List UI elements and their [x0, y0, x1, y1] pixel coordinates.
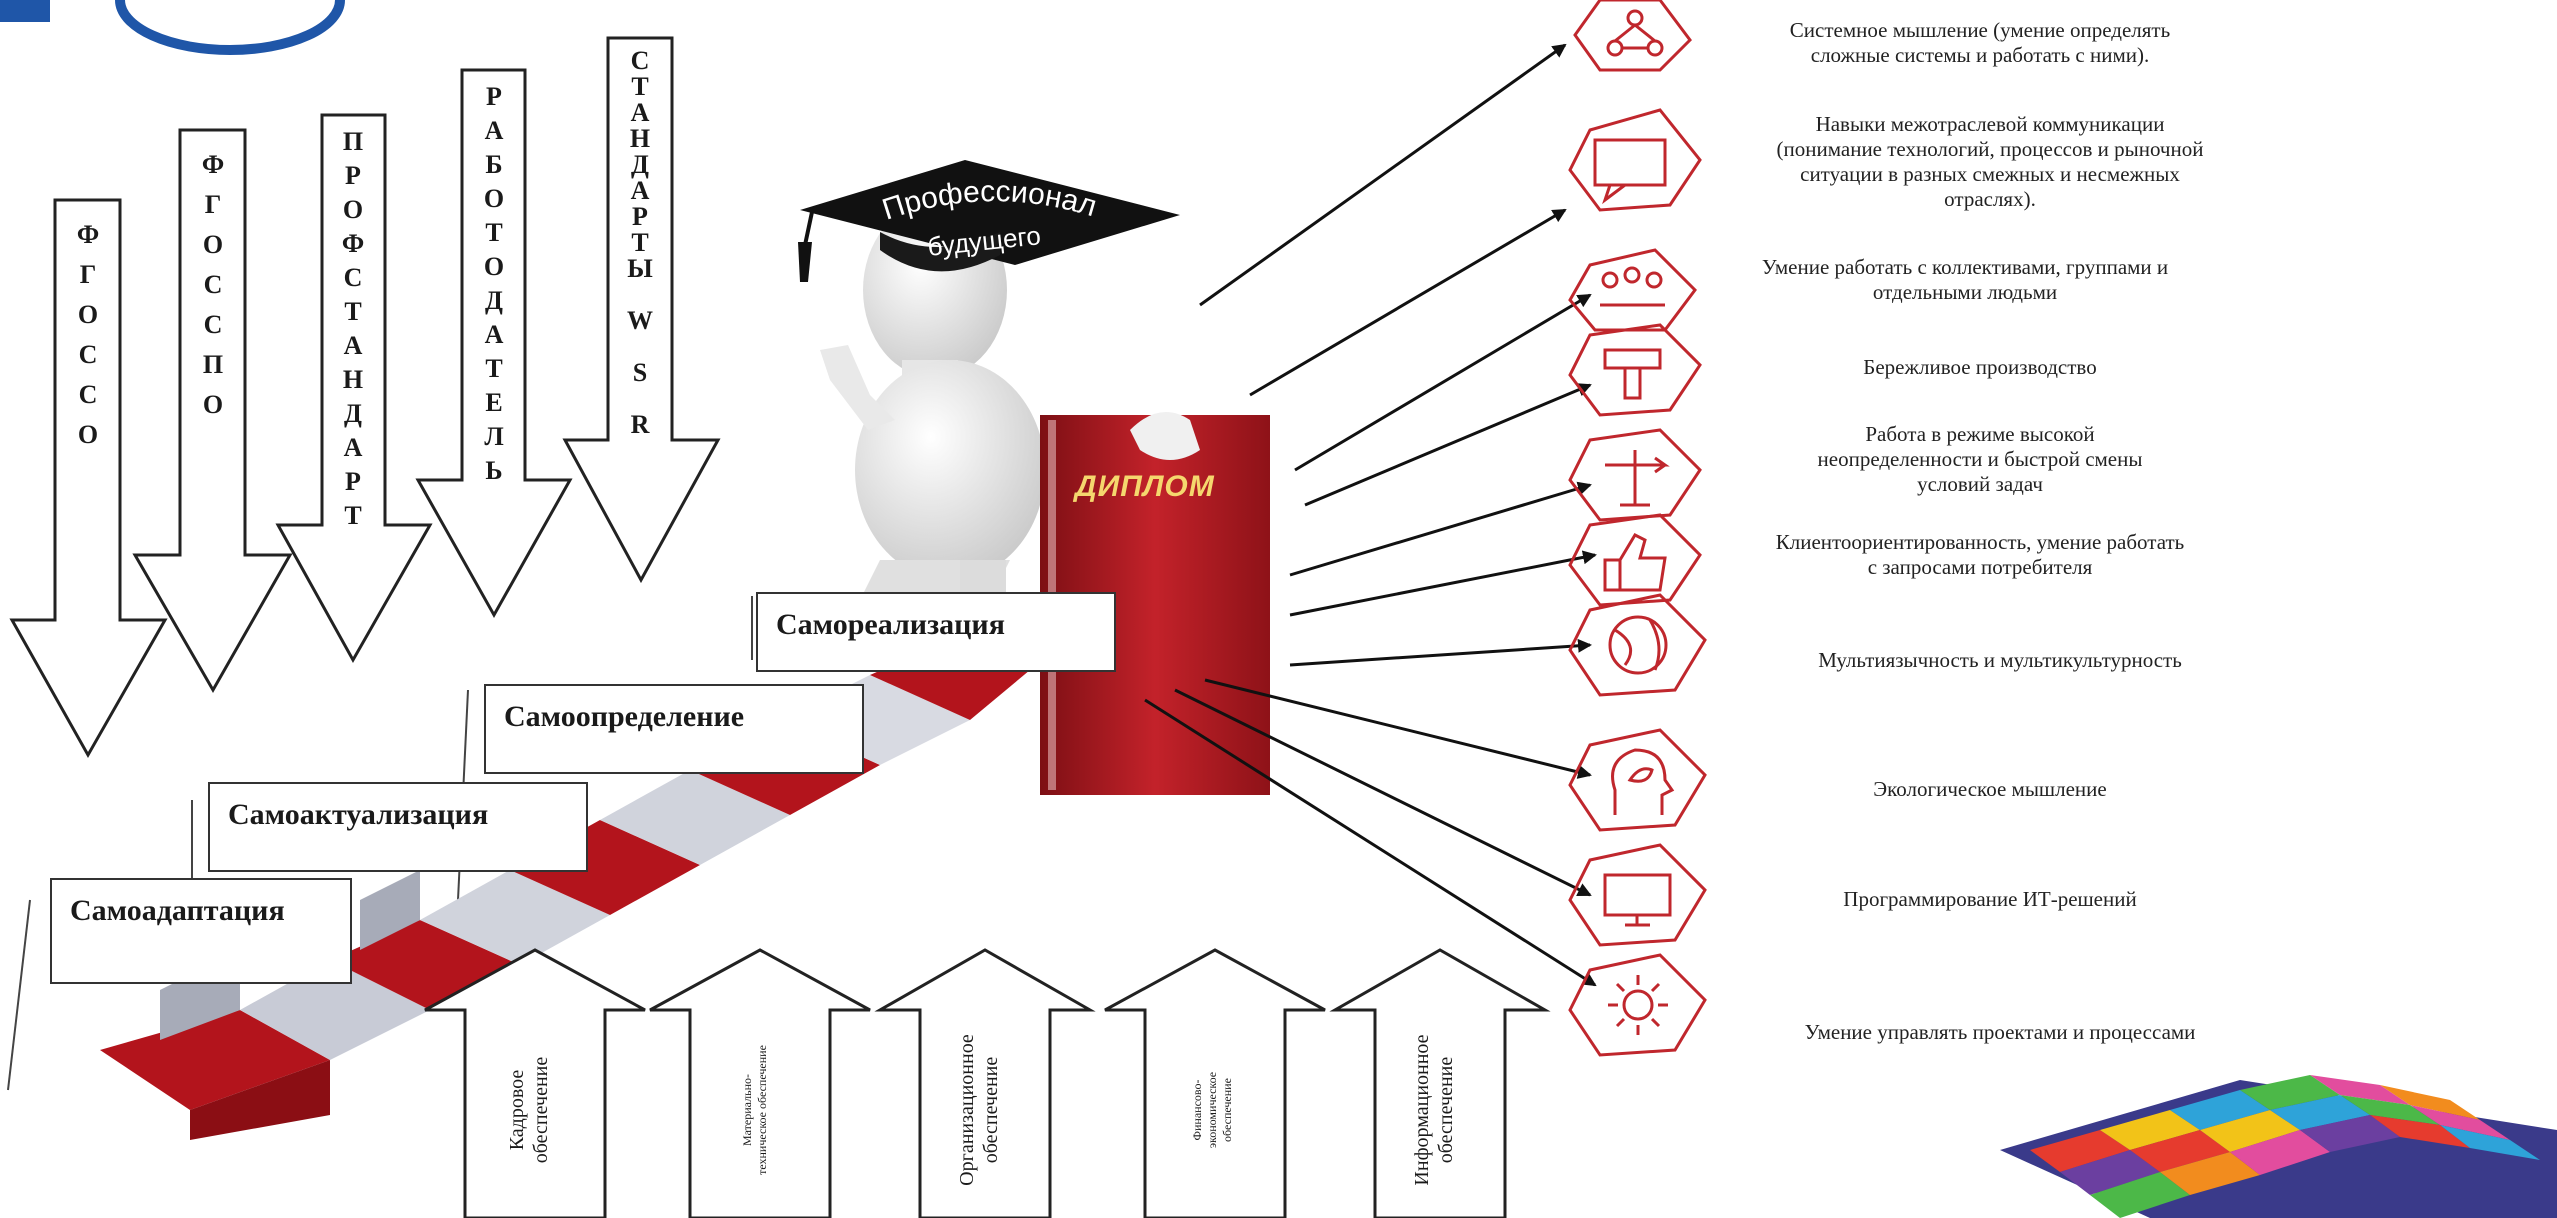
- lean-icon: [1568, 323, 1702, 417]
- skill-lean-production: Бережливое производство: [1863, 355, 2097, 379]
- label-materialno: Материально- техническое обеспечение: [740, 1045, 769, 1175]
- skill-systems-thinking: Системное мышление (умение определять сл…: [1789, 18, 2171, 67]
- skill-it-programming: Программирование ИТ-решений: [1843, 887, 2137, 911]
- cap-text-line2: будущего: [926, 220, 1042, 262]
- gear-icon: [1568, 953, 1707, 1057]
- label-standarty-wsr: С Т А Н Д А Р Т Ы W S R: [627, 46, 653, 439]
- skill-client-orientation: Клиентоориентированность, умение работат…: [1775, 530, 2185, 579]
- uparrow-informatsionnoe: [1329, 948, 1551, 1218]
- skill-ecological-thinking: Экологическое мышление: [1873, 777, 2107, 801]
- step-samoopredelenie: Самоопределение: [484, 684, 864, 774]
- label-fgos-spo: Ф Г О С С П О: [201, 150, 225, 419]
- step-samoadaptatsiya: Самоадаптация: [50, 878, 352, 984]
- label-fgos-so: Ф Г О С С О: [76, 220, 100, 449]
- globe-icon: [1568, 593, 1707, 697]
- support-arrows: [424, 948, 1551, 1218]
- standards-arrows: [9, 36, 721, 759]
- skill-teamwork: Умение работать с коллективами, группами…: [1761, 255, 2169, 304]
- figure-graduate: [798, 160, 1180, 670]
- puzzle-image: [2000, 1075, 2557, 1218]
- skill-project-management: Умение управлять проектами и процессами: [1804, 1020, 2196, 1044]
- label-profstandard: П Р О Ф С Т А Н Д А Р Т: [341, 127, 365, 530]
- eco-head-icon: [1568, 728, 1707, 832]
- label-organizatsionnoe: Организационное обеспечение: [956, 1034, 1002, 1186]
- thumbs-up-icon: [1568, 513, 1702, 607]
- label-informatsionnoe: Информационное обеспечение: [1411, 1034, 1457, 1186]
- arrow-rabotodatel: [415, 68, 573, 619]
- chat-icon: [1568, 108, 1702, 212]
- skill-icons: [1568, 0, 1707, 1057]
- skill-uncertainty: Работа в режиме высокой неопределенности…: [1817, 422, 2143, 496]
- monitor-icon: [1568, 843, 1707, 947]
- label-kadrovoe: Кадровое обеспечение: [506, 1056, 552, 1164]
- arrow-fgos-spo: [132, 128, 293, 694]
- signpost-icon: [1568, 428, 1702, 522]
- uparrow-organizatsionnoe: [874, 948, 1096, 1218]
- label-finansovo: Финансово- экономическое обеспечение: [1190, 1071, 1234, 1149]
- cap-text-line1: Профессионал: [878, 175, 1100, 227]
- step-samoaktualizatsiya: Самоактуализация: [208, 782, 588, 872]
- arrow-profstandard: [275, 113, 433, 664]
- label-rabotodatel: Р А Б О Т О Д А Т Е Л Ь: [483, 82, 505, 485]
- skill-intersectoral-communication: Навыки межотраслевой коммуникации (поним…: [1776, 112, 2204, 211]
- network-icon: [1573, 0, 1692, 72]
- arrow-standarty-wsr: [562, 36, 721, 584]
- cap-text: Профессионал будущего: [878, 175, 1100, 262]
- team-icon: [1568, 248, 1697, 332]
- uparrow-kadrovoe: [424, 948, 646, 1218]
- skill-arrows: [1144, 43, 1597, 987]
- arrow-fgos-so: [9, 198, 168, 759]
- step-samorealizatsiya: Самореализация: [756, 592, 1116, 672]
- skill-multilingual: Мультиязычность и мультикультурность: [1818, 648, 2182, 672]
- uparrow-finansovo: [1104, 948, 1326, 1218]
- uparrow-materialno: [649, 948, 871, 1218]
- diploma-label: ДИПЛОМ: [1075, 470, 1215, 503]
- logo-fragment: [0, 0, 345, 55]
